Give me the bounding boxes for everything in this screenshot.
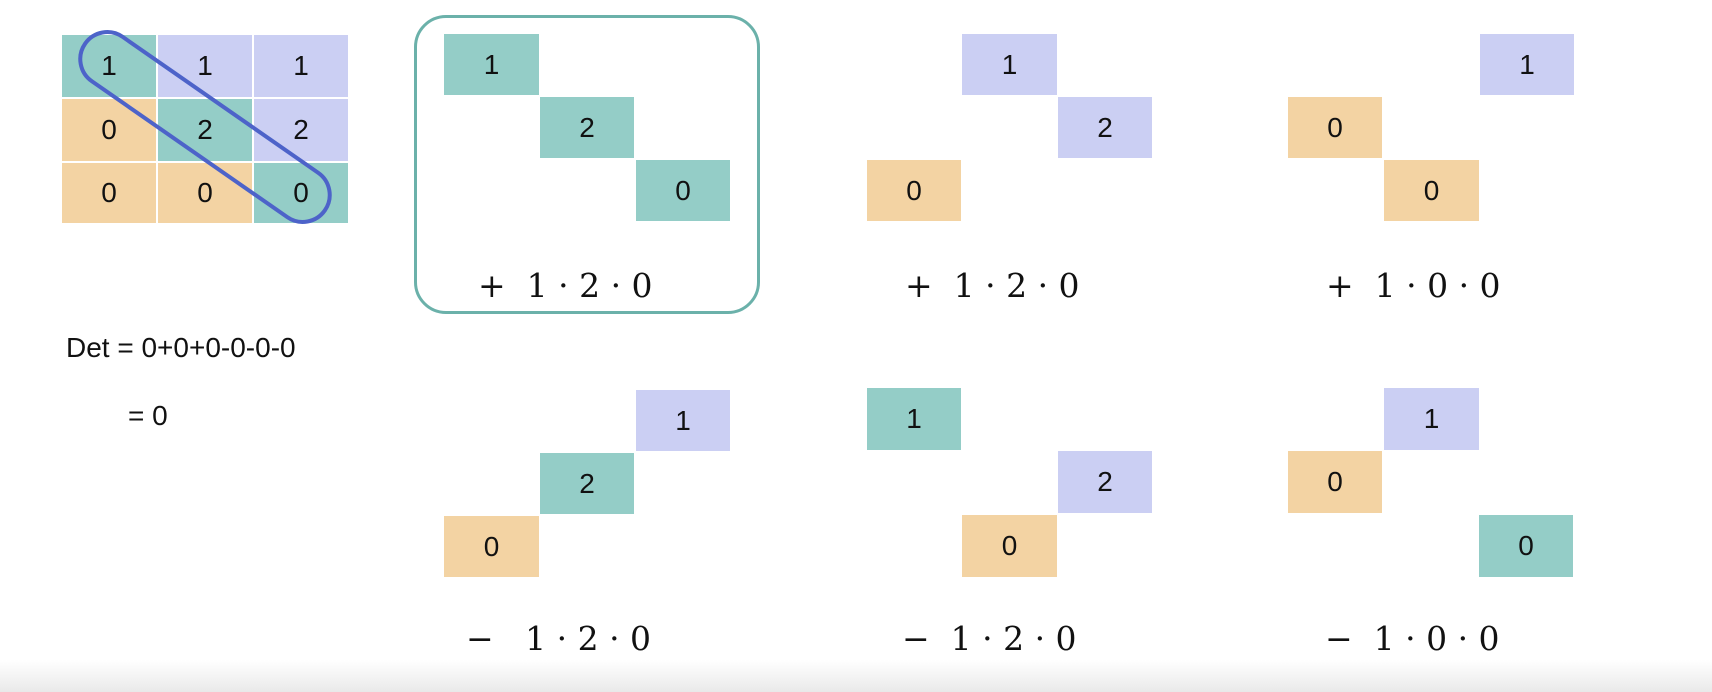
diagonal-3-cell-3: 0 (1384, 160, 1479, 221)
diagonal-3-product: + 1 · 0 · 0 (1326, 266, 1501, 305)
matrix-cell-r2c1: 0 (62, 99, 158, 163)
diagonal-1-cell-2: 2 (540, 97, 634, 158)
matrix-cell-r3c3: 0 (254, 163, 350, 225)
diagonal-5-cell-2: 2 (1058, 451, 1152, 513)
matrix-cell-r3c1: 0 (62, 163, 158, 225)
matrix-cell-r2c3: 2 (254, 99, 350, 163)
diagonal-3-cell-2: 0 (1288, 97, 1382, 158)
matrix-cell-r2c2: 2 (158, 99, 254, 163)
diagonal-3-cell-1: 1 (1480, 34, 1574, 95)
diagonal-1-cell-3: 0 (636, 160, 730, 221)
diagonal-1-product: + 1 · 2 · 0 (478, 266, 653, 305)
diagonal-6-product: − 1 · 0 · 0 (1325, 619, 1500, 658)
diagonal-6-cell-1: 1 (1384, 388, 1479, 450)
matrix-cell-r1c2: 1 (158, 35, 254, 99)
diagonal-1-cell-1: 1 (444, 34, 539, 95)
diagonal-4-product: − 1 · 2 · 0 (466, 619, 652, 658)
matrix-cell-r1c1: 1 (62, 35, 158, 99)
diagonal-5-cell-1: 1 (867, 388, 961, 450)
diagonal-5-cell-3: 0 (962, 515, 1057, 577)
matrix-cell-r1c3: 1 (254, 35, 350, 99)
diagonal-4-cell-2: 2 (540, 453, 634, 514)
matrix-cell-r3c2: 0 (158, 163, 254, 225)
diagonal-6-cell-3: 0 (1479, 515, 1573, 577)
diagonal-4-cell-3: 0 (444, 516, 539, 577)
determinant-result: = 0 (128, 400, 168, 431)
diagonal-2-product: + 1 · 2 · 0 (905, 266, 1080, 305)
diagonal-4-cell-1: 1 (636, 390, 730, 451)
current-term-highlight (414, 15, 760, 314)
determinant-expansion: Det = 0+0+0-0-0-0 (66, 332, 296, 363)
diagonal-6-cell-2: 0 (1288, 451, 1382, 513)
diagonal-2-cell-2: 2 (1058, 97, 1152, 158)
diagonal-2-cell-1: 1 (962, 34, 1057, 95)
diagonal-5-product: − 1 · 2 · 0 (902, 619, 1077, 658)
diagonal-2-cell-3: 0 (867, 160, 961, 221)
